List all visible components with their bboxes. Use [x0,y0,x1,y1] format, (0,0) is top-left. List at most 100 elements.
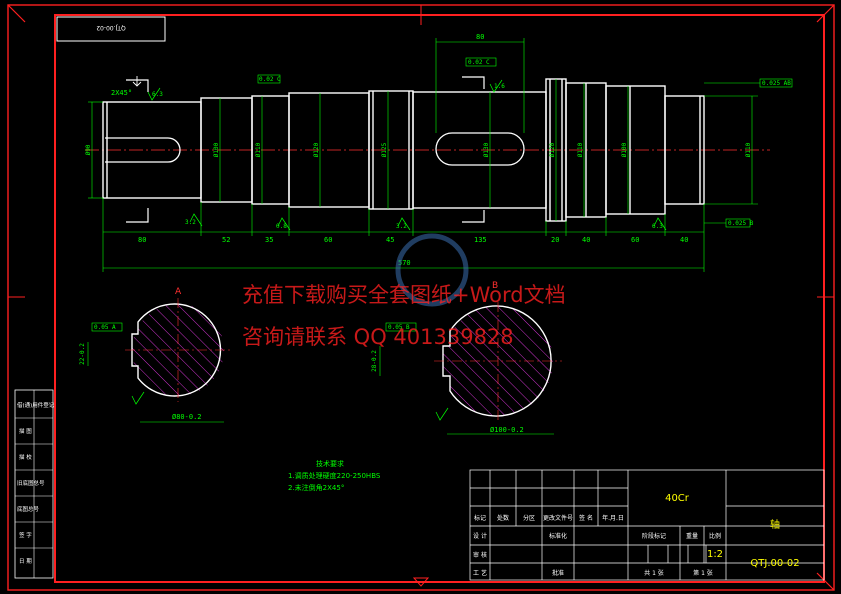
dim-length-2: 35 [265,236,273,244]
dia-b-label: Ø100-0.2 [490,426,524,434]
dim-length-3: 60 [324,236,332,244]
tol-right-label: 0.025 AB [762,80,791,87]
tb-scale-header: 比例 [709,532,721,540]
tb-role-4: 批准 [552,569,564,577]
depth-a-label: 22-0.2 [79,343,86,365]
dim-dia-2: Ø110 [255,142,262,157]
dim-dia-8: Ø100 [621,142,628,157]
side-label-0: 借(通)用件登记 [17,401,55,409]
watermark-line-1: 充值下载购买全套图纸+Word文档 [242,283,566,307]
roughness-3: 0.8 [276,223,287,230]
depth-b-label: 28-0.2 [371,350,378,372]
watermark-line-2: 咨询请联系 QQ 401339828 [242,325,514,349]
watermark: 充值下载购买全套图纸+Word文档 咨询请联系 QQ 401339828 [242,233,566,349]
tb-weight-header: 重量 [686,532,698,540]
side-label-4: 底图总号 [17,505,40,513]
frame-corner-tl [7,4,26,23]
side-label-5: 签 字 [19,531,32,539]
shaft-main-view: 0.02 C 0.02 C 0.025 AB 0.025 B 2X45° 80 … [85,33,793,272]
tb-role-3: 工 艺 [473,569,487,577]
side-label-2: 描 校 [19,453,32,461]
side-label-1: 描 图 [19,427,32,435]
dim-length-1: 52 [222,236,230,244]
tb-row-header-5: 年.月.日 [602,514,624,522]
tb-stage-header: 阶段标记 [642,532,666,540]
tb-material: 40Cr [665,493,690,504]
section-b-outline [442,305,552,417]
dim-length-7: 40 [582,236,590,244]
section-tick-a [132,76,142,87]
frame-corner-br [816,572,835,591]
dim-dia-4: Ø125 [381,142,388,157]
technical-notes: 技术要求 1.调质处理硬度220-250HBS 2.未注倒角2X45° [288,459,381,492]
frame-corner-tr [816,4,835,23]
roughness-1: 1.6 [494,83,505,90]
dim-dia-5: Ø130 [483,142,490,157]
roughness-4: 3.2 [396,223,407,230]
section-cut-b-bottom [462,210,485,223]
shaft-outline [102,78,705,222]
dim-dia-0: Ø90 [85,144,92,155]
tol-sec-a: 0.05 A [94,324,116,331]
dim-length-5: 135 [474,236,487,244]
tb-sheet-no: 第 1 张 [693,569,713,577]
dim-length-8: 60 [631,236,639,244]
tb-role-0: 设 计 [473,532,487,540]
tol-sec-b: 0.05 B [388,324,410,331]
section-cut-a-bottom [126,208,149,223]
tb-row-header-3: 更改文件号 [543,514,573,522]
inner-frame [54,14,825,583]
roughness-symbols [147,79,667,231]
tol-mid-label: 0.02 C [468,59,490,66]
drawing-code-box [56,16,166,42]
tb-row-header-4: 签 名 [579,514,593,522]
keyway-middle [435,132,525,166]
dim-length-0: 80 [138,236,146,244]
tb-part-name: 轴 [770,518,780,531]
tech-note-0: 1.调质处理硬度220-250HBS [288,471,381,480]
tb-row-header-1: 处数 [497,514,509,522]
drawing-code-top: QTJ.00-02 [96,24,126,31]
section-cut-a-top [126,79,149,92]
tb-scale: 1:2 [707,549,723,560]
dim-dia-3: Ø120 [313,142,320,157]
dim-length-6: 20 [551,236,559,244]
dimension-lines [88,38,758,272]
tb-sheet-total: 共 1 张 [644,569,664,577]
section-a-letter: A [175,287,182,297]
dim-length-9: 40 [680,236,688,244]
side-label-6: 日 期 [19,558,32,565]
dim-dia-1: Ø100 [213,142,220,157]
section-b-letter: B [492,281,498,291]
side-label-3: 旧底图总号 [17,479,45,487]
tech-notes-title: 技术要求 [316,459,344,468]
dim-overall-length: 570 [398,259,411,267]
dia-a-label: Ø80-0.2 [172,413,202,421]
tb-row-header-0: 标记 [474,514,486,522]
section-a-view: A 0.05 A Ø80-0.2 22-0.2 [79,287,232,423]
chamfer-label: 2X45° [111,89,132,97]
dim-dia-7: Ø110 [577,142,584,157]
tech-note-1: 2.未注倒角2X45° [288,483,344,492]
roughness-5: 6.3 [652,223,663,230]
tb-role-2: 审 核 [473,551,487,559]
roughness-0: 6.3 [152,91,163,98]
roughness-2: 3.2 [185,219,196,226]
tol-frame-mid [465,57,497,67]
dim-keyway-width: 80 [476,33,484,41]
section-cut-b-top [462,76,485,89]
tol-top-label: 0.02 C [259,76,281,83]
title-block [469,469,825,581]
side-registration-block: 借(通)用件登记 描 图 描 校 旧底图总号 底图总号 签 字 日 期 [14,389,55,579]
section-b-view: B 0.05 B Ø100-0.2 28-0.2 [371,281,562,435]
frame-orientation-arrow [412,577,430,587]
dim-dia-6: Ø120 [549,142,556,157]
tb-row-header-2: 分区 [523,514,535,522]
tb-role-1: 标准化 [549,532,567,540]
tol-right-low-label: 0.025 B [728,220,754,227]
dim-dia-9: Ø110 [745,142,752,157]
dim-length-4: 45 [386,236,394,244]
tol-frame-top [257,74,281,84]
tb-drawing-code: QTJ.00-02 [750,558,799,569]
